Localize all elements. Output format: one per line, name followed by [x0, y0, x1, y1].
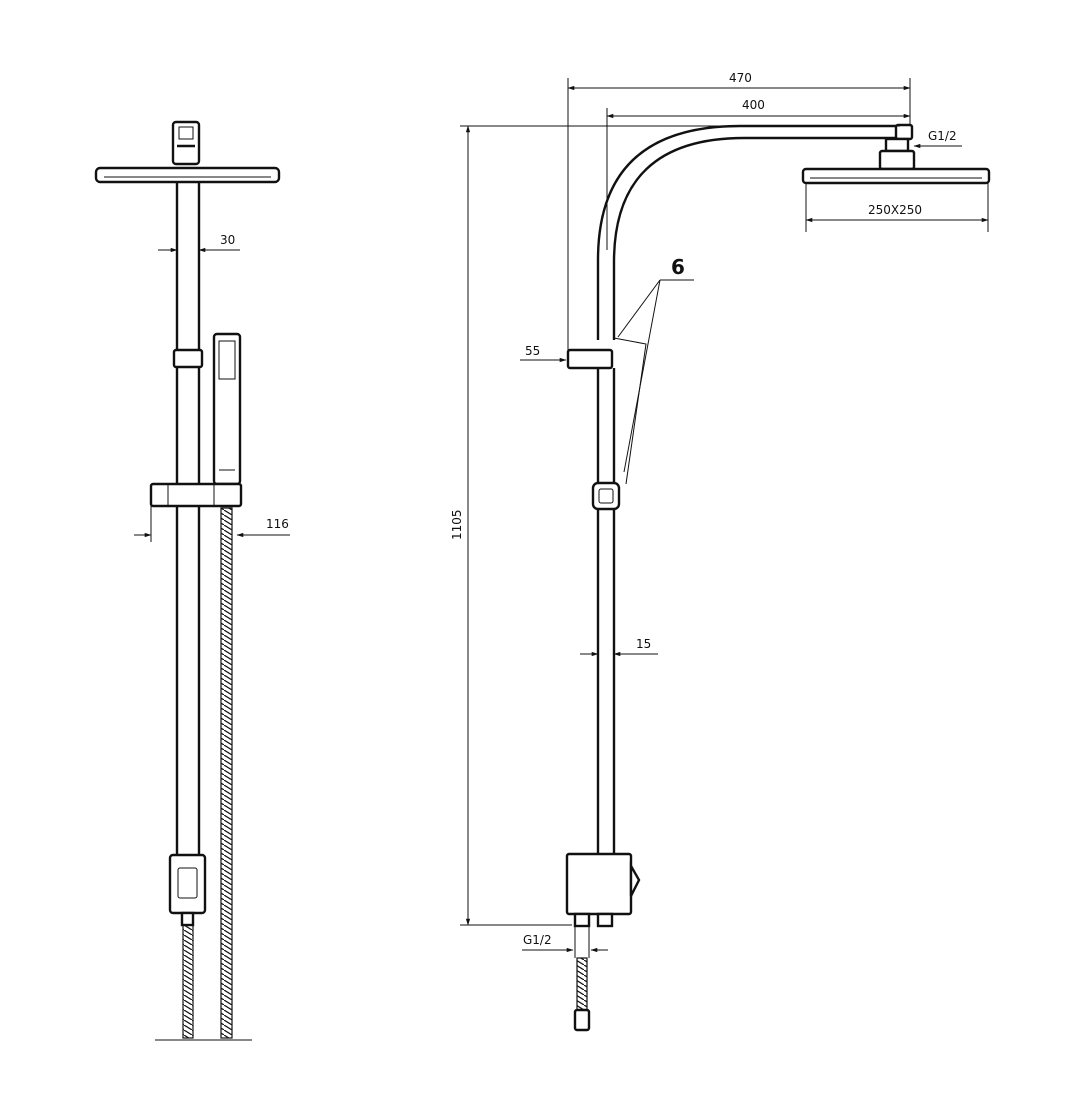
dim-holder-projection: 116	[266, 517, 289, 531]
side-inlet-thread-dimension: G1/2	[522, 926, 608, 958]
front-holder-projection-dimension: 116	[134, 506, 290, 542]
side-arm-total-dimension: 470	[567, 71, 911, 360]
front-rail	[172, 182, 204, 855]
dim-arm-total: 470	[729, 71, 752, 85]
front-hand-shower-hose	[220, 507, 233, 1039]
dim-inlet-thread-bottom: G1/2	[523, 933, 552, 947]
front-head-connector	[171, 120, 201, 166]
callout-number: 6	[671, 255, 685, 279]
dim-outlet-thread-top: G1/2	[928, 129, 957, 143]
side-total-height-dimension: 1105	[450, 125, 900, 926]
side-rail-width-dimension: 15	[580, 637, 658, 657]
side-wall-bracket: 55	[520, 337, 647, 485]
side-supply-hose	[573, 957, 591, 1032]
front-rail-width-dimension: 30	[158, 233, 240, 253]
front-slide-holder	[149, 482, 243, 508]
side-shower-arm	[596, 123, 914, 340]
front-view: 30 116	[94, 120, 290, 1041]
side-arm-inner-dimension: 400	[606, 98, 911, 250]
front-rain-shower-head	[94, 166, 281, 184]
dim-bracket-depth: 55	[525, 344, 540, 358]
dim-total-height: 1105	[450, 509, 464, 540]
front-supply-hose	[182, 924, 194, 1039]
side-rail	[596, 368, 616, 855]
side-callout-6: 6	[617, 255, 694, 473]
side-view: 470 400 G1/2 250X250	[450, 71, 991, 1032]
side-mixer-body	[565, 852, 641, 928]
dim-head-size: 250X250	[868, 203, 922, 217]
side-outlet-thread: G1/2	[878, 129, 962, 171]
dim-rail-width: 15	[636, 637, 651, 651]
front-mixer-body	[168, 853, 207, 927]
side-rain-shower-head: 250X250	[801, 167, 991, 232]
dim-rail-diameter: 30	[220, 233, 235, 247]
front-hand-shower	[212, 332, 242, 486]
dim-arm-inner: 400	[742, 98, 765, 112]
side-slide-holder	[591, 481, 621, 511]
